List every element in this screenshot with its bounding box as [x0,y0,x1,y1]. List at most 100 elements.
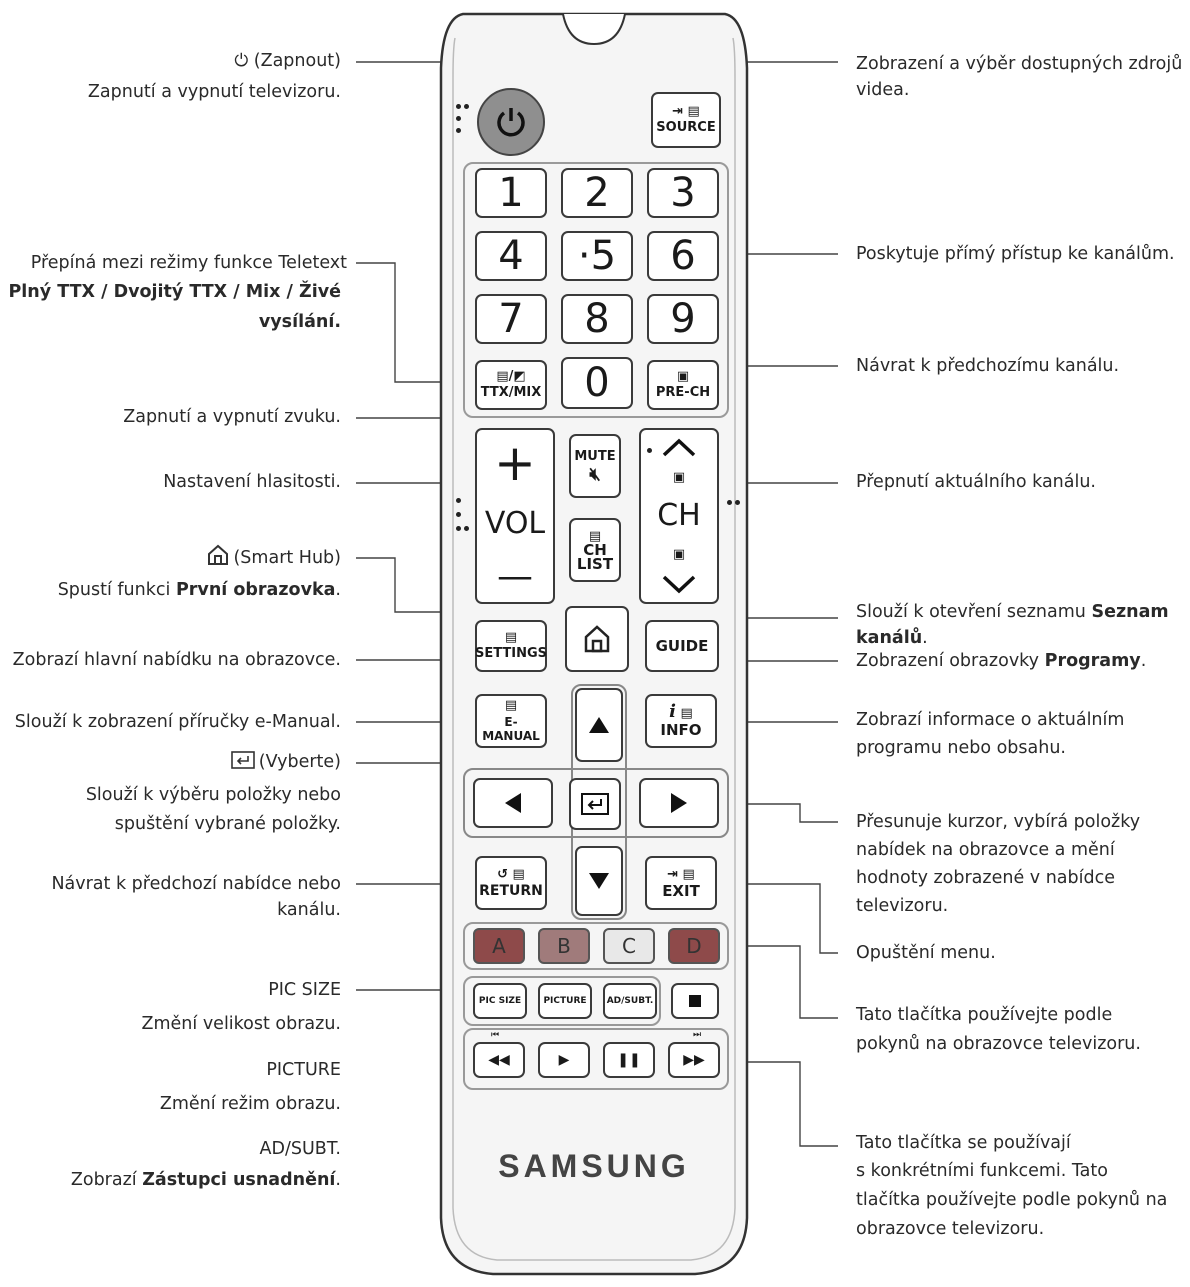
exit-button[interactable]: ⇥ ▤ EXIT [645,856,717,910]
rewind-icon: ◀◀ [488,1052,510,1068]
return-button[interactable]: ↺ ▤ RETURN [475,856,547,910]
home-icon [207,544,229,576]
digit-1-button[interactable]: 1 [475,168,547,218]
digit-5-button[interactable]: ·5 [561,231,633,281]
arrow-up-button[interactable] [575,688,623,762]
rewind-button[interactable]: ◀◀ [473,1042,525,1078]
nav-horizontal-group [463,768,729,838]
channel-rocker[interactable]: ▣ CH ▣ [639,428,719,604]
number-pad-group [463,162,729,418]
braille-dot [735,500,740,505]
media-desc-3: tlačítka používejte podle pokynů na [856,1190,1168,1210]
pre-ch-button[interactable]: ▣ PRE-CH [647,360,719,410]
info-button[interactable]: i ▤ INFO [645,694,717,748]
select-button[interactable] [569,778,621,830]
digit-2-button[interactable]: 2 [561,168,633,218]
ch-list-icon: ▤ [588,528,602,544]
digit-0-button[interactable]: 0 [561,357,633,409]
prech-desc: Návrat k předchozímu kanálu. [856,356,1120,376]
teletext-desc-1: Přepíná mezi režimy funkce Teletext [30,253,347,273]
settings-button[interactable]: ▤ SETTINGS [475,620,547,672]
ch-list-button[interactable]: ▤ CH LIST [569,518,621,582]
color-desc-1: Tato tlačítka používejte podle [856,1005,1113,1025]
settings-label: SETTINGS [474,646,548,661]
pause-icon: ❚❚ [617,1052,641,1068]
smarthub-desc-a: Spustí funkci [57,580,171,600]
digit-9-button[interactable]: 9 [647,294,719,344]
remote-control: ⇥ ▤ SOURCE 1 2 3 4 ·5 6 7 8 9 ▤/◩ TTX/MI… [433,8,755,1280]
adsubt-title: AD/SUBT. [259,1139,341,1159]
pic-size-button[interactable]: PIC SIZE [473,983,527,1019]
fast-forward-icon: ▶▶ [683,1052,705,1068]
channel-down-icon [662,575,696,594]
picture-title: PICTURE [266,1060,341,1080]
exit-desc: Opuštění menu. [856,943,996,963]
e-manual-label: E-MANUAL [482,715,540,743]
mute-icon: 🔇︎ [589,464,601,485]
braille-dot [464,526,469,531]
adsubt-desc-c: . [335,1170,341,1190]
enter-icon [581,793,609,815]
power-title: ⏻ (Zapnout) [234,51,341,71]
arrow-right-icon [671,793,687,813]
cursor-desc-2: nabídek na obrazovce a mění [856,840,1115,860]
info-i-glyph: i [669,701,677,722]
volume-label: VOL [484,505,546,541]
pre-ch-icon: ▣ [676,369,690,384]
home-icon [584,625,610,653]
mute-button[interactable]: MUTE 🔇︎ [569,434,621,498]
pause-button[interactable]: ❚❚ [603,1042,655,1078]
skip-back-small-icon: ⏮ [491,1030,500,1040]
digit-4-button[interactable]: 4 [475,231,547,281]
color-key-b[interactable]: B [538,928,590,964]
pre-ch-label: PRE-CH [655,385,711,400]
play-button[interactable]: ▶ [538,1042,590,1078]
guide-desc: Zobrazení obrazovky Programy. [856,647,1146,676]
color-key-d[interactable]: D [668,928,720,964]
braille-dot [456,128,461,133]
color-key-a[interactable]: A [473,928,525,964]
fast-forward-button[interactable]: ▶▶ [668,1042,720,1078]
guide-desc-b: Programy [1044,651,1141,671]
smarthub-desc-b: První obrazovka [175,580,336,600]
picture-button[interactable]: PICTURE [538,983,592,1019]
arrow-down-button[interactable] [575,846,623,916]
digit-7-button[interactable]: 7 [475,294,547,344]
arrow-left-button[interactable] [473,778,553,828]
info-desc-1: Zobrazí informace o aktuálním [856,710,1125,730]
color-desc-2: pokynů na obrazovce televizoru. [856,1034,1141,1054]
braille-dot [456,116,461,121]
arrow-right-button[interactable] [639,778,719,828]
power-button[interactable] [477,88,545,156]
return-label: RETURN [479,883,543,899]
source-button[interactable]: ⇥ ▤ SOURCE [651,92,721,148]
stop-icon [689,995,701,1007]
digit-3-button[interactable]: 3 [647,168,719,218]
e-manual-button[interactable]: ▤ E-MANUAL [475,694,547,748]
cursor-desc-3: hodnoty zobrazené v nabídce [856,868,1115,888]
info-label: INFO [660,721,702,739]
media-desc-2: s konkrétními funkcemi. Tato [856,1161,1108,1181]
picsize-desc: Změní velikost obrazu. [141,1014,342,1034]
ad-subt-button[interactable]: AD/SUBT. [603,983,657,1019]
guide-desc-a: Zobrazení obrazovky [856,651,1040,671]
digit-6-button[interactable]: 6 [647,231,719,281]
media-desc-4: obrazovce televizoru. [856,1219,1045,1239]
digit-8-button[interactable]: 8 [561,294,633,344]
channel-down-small-icon: ▣ [672,546,686,562]
picture-desc: Změní režim obrazu. [159,1094,341,1114]
return-desc-1: Návrat k předchozí nabídce nebo [51,874,341,894]
ch-list-label-b: LIST [576,554,614,573]
select-desc-1: Slouží k výběru položky nebo [85,785,341,805]
color-key-c[interactable]: C [603,928,655,964]
select-title-text: (Vyberte) [258,752,341,772]
samsung-logo: SAMSUNG [498,1148,690,1184]
chlist-desc-b: Seznam [1091,602,1169,622]
stop-button[interactable] [671,983,719,1019]
smarthub-title-text: (Smart Hub) [233,548,341,568]
guide-button[interactable]: GUIDE [645,620,719,672]
volume-rocker[interactable]: + VOL — [475,428,555,604]
ttx-mix-button[interactable]: ▤/◩ TTX/MIX [475,360,547,410]
info-desc-2: programu nebo obsahu. [856,738,1066,758]
home-button[interactable] [565,606,629,672]
